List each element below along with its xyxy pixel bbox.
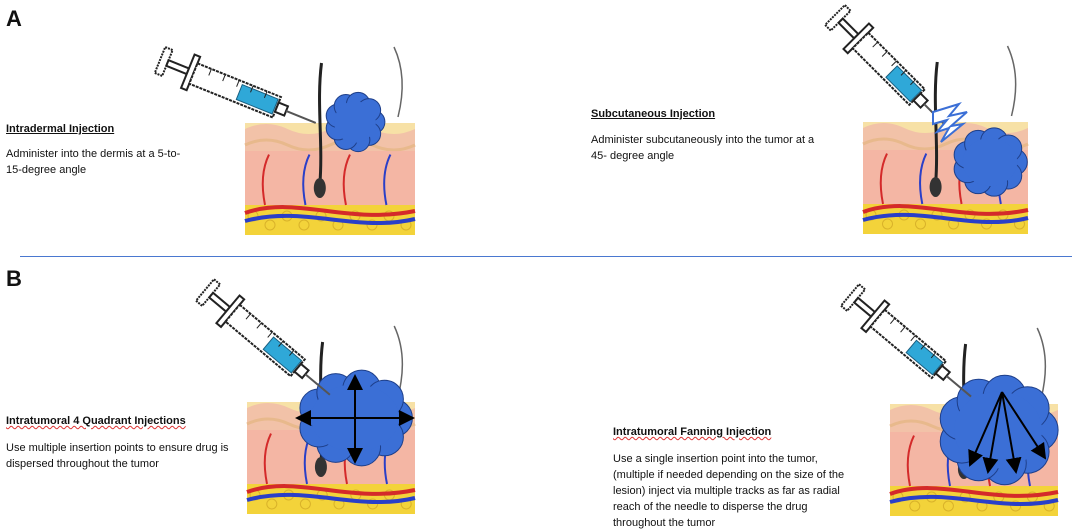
- intradermal-illustration: [153, 45, 416, 235]
- arrow: [982, 391, 1003, 474]
- step-description-subcutaneous: Administer subcutaneously into the tumor…: [591, 134, 815, 162]
- step-title-fanning: Intratumoral Fanning Injection: [613, 426, 772, 438]
- skin-cross-section: [244, 46, 416, 235]
- step-description-fanning: Use a single insertion point into the tu…: [613, 453, 845, 529]
- subcutaneous-illustration: [823, 3, 1029, 234]
- quadrant-illustration: [194, 277, 416, 514]
- syringe-icon: [153, 45, 317, 124]
- step-title-intradermal: Intradermal Injection: [6, 123, 115, 135]
- injection-spark: [932, 102, 968, 143]
- panel-label-a: A: [6, 6, 22, 31]
- tumor-blob: [953, 127, 1028, 197]
- syringe-icon: [823, 3, 948, 128]
- syringe-icon: [194, 277, 331, 396]
- syringe-icon: [839, 282, 972, 398]
- step-title-subcutaneous: Subcutaneous Injection: [591, 108, 716, 120]
- step-description-intradermal: Administer into the dermis at a 5-to-15-…: [6, 148, 181, 176]
- tumor-blob: [325, 91, 386, 153]
- panel-divider: [20, 256, 1072, 257]
- panel-label-b: B: [6, 266, 22, 291]
- arrow: [1001, 391, 1022, 474]
- arrow: [1001, 391, 1047, 460]
- fanning-illustration: [839, 282, 1059, 516]
- step-title-quadrant: Intratumoral 4 Quadrant Injections: [6, 415, 186, 427]
- arrow: [968, 391, 1003, 467]
- step-description-quadrant: Use multiple insertion points to ensure …: [6, 442, 229, 470]
